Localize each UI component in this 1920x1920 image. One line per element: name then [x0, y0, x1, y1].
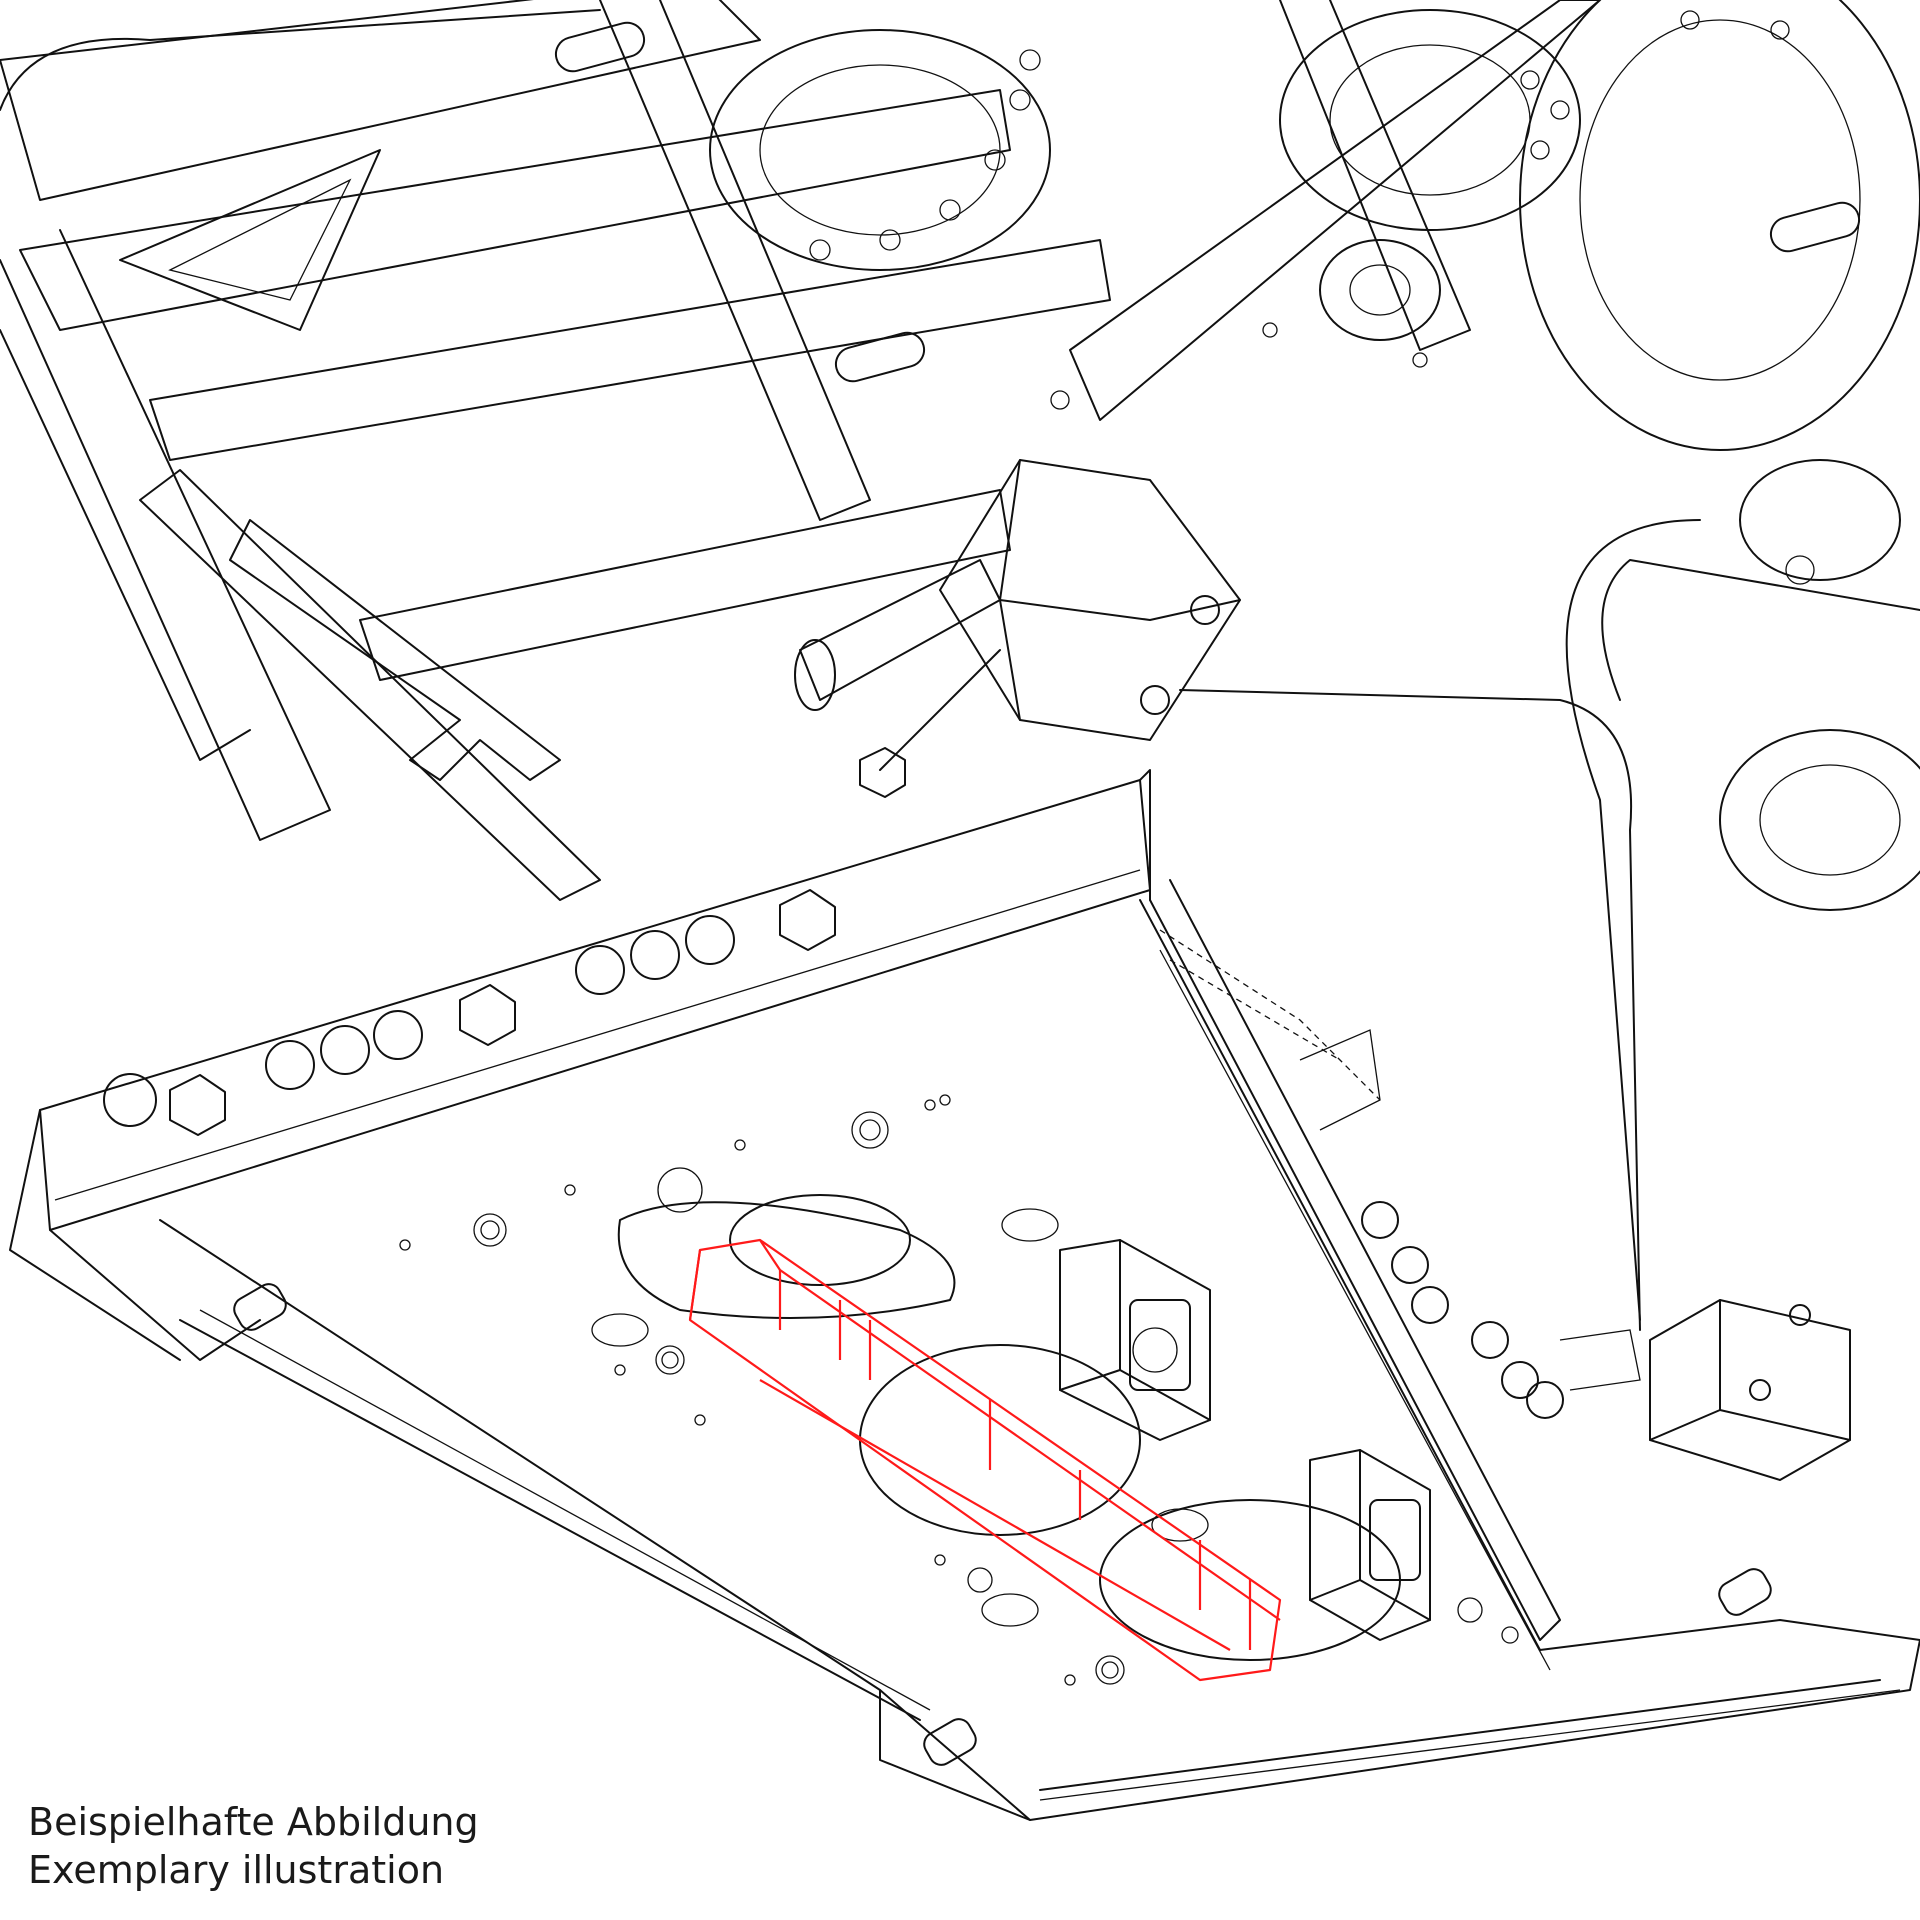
bolt-holes-upper	[809, 10, 1815, 585]
piston-rod	[794, 559, 1001, 798]
slotted-holes	[554, 21, 1861, 383]
base-plate-assembly	[9, 769, 1920, 1821]
red-bar-component	[688, 1238, 1282, 1682]
upper-frame-assembly	[0, 0, 1601, 901]
caption-line-english: Exemplary illustration	[28, 1848, 445, 1892]
illustration-caption: Beispielhafte Abbildung Exemplary illust…	[28, 1798, 479, 1894]
mounting-block-top	[939, 459, 1241, 741]
motor-housings	[709, 0, 1920, 1331]
caption-line-german: Beispielhafte Abbildung	[28, 1800, 479, 1844]
